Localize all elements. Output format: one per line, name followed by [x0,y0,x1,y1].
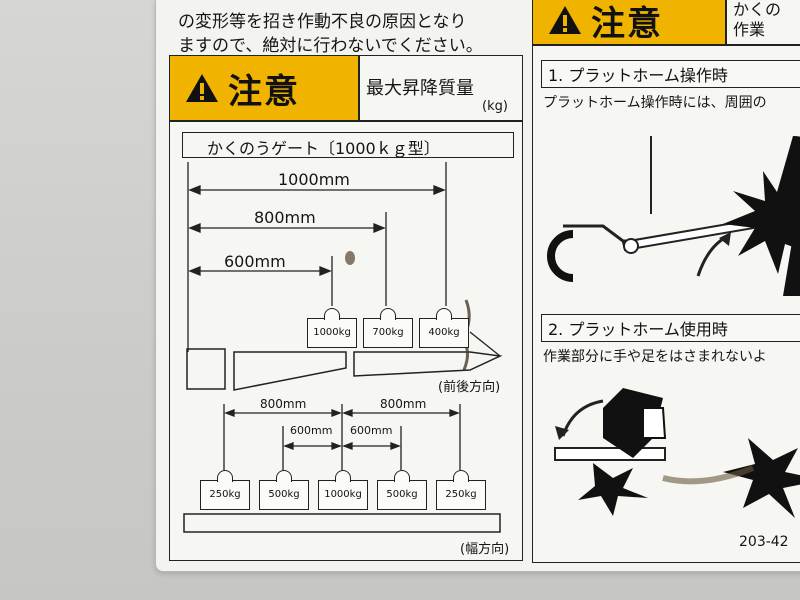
dim-1000mm: 1000mm [278,170,350,189]
dim-600mm-right: 600mm [350,424,393,437]
caption-width: (幅方向) [460,542,510,557]
front-back-diagram [186,162,503,391]
weight-250kg-right: 250kg [436,470,486,510]
platform-operation-illustration [547,136,800,296]
caption-front-back: (前後方向) [438,380,501,395]
weight-250kg-left: 250kg [200,470,250,510]
top-text-line1: の変形等を招き作動不良の原因となり [178,12,467,32]
step2-text: 作業部分に手や足をはさまれないよ [543,349,767,365]
dim-800mm: 800mm [254,208,316,227]
right-warning-banner: 注意 [533,0,725,44]
weight-500kg-left: 500kg [259,470,309,510]
top-text-line2: ますので、絶対に行わないでください。 [178,36,483,56]
warning-sticker: の変形等を招き作動不良の原因となり ますので、絶対に行わないでください。 注意 … [155,0,800,572]
gate-title: かくのうゲート〔1000ｋｇ型〕 [207,139,440,158]
weight-400kg: 400kg [419,308,469,348]
left-caution-panel: 注意 最大昇降質量 (kg) かくのうゲート〔1000ｋｇ型〕 [169,55,523,561]
right-warning-word: 注意 [591,3,663,44]
left-warning-word: 注意 [228,71,300,112]
width-diagram [183,404,501,533]
right-caution-panel: 注意 かくの 作業 1. プラットホーム操作時 プラットホーム操作時には、周囲の… [532,0,800,563]
platform-usage-illustration [554,388,800,518]
weight-700kg: 700kg [363,308,413,348]
gate-title-box: かくのうゲート〔1000ｋｇ型〕 [182,132,514,158]
step1-text: プラットホーム操作時には、周囲の [543,95,767,111]
weight-500kg-right: 500kg [377,470,427,510]
right-header-partial-2: 作業 [733,20,766,39]
dim-800mm-left: 800mm [260,397,307,411]
right-header-partial-1: かくの [733,0,782,19]
dim-800mm-right: 800mm [380,397,427,411]
max-load-title: 最大昇降質量 [366,78,474,99]
part-code: 203-42 [739,534,789,550]
left-warning-banner: 注意 [170,56,358,120]
max-load-unit: (kg) [482,99,508,114]
warning-triangle-icon [186,74,218,102]
step2-label: 2. プラットホーム使用時 [541,314,800,342]
weight-1000kg: 1000kg [307,308,357,348]
step1-label: 1. プラットホーム操作時 [541,60,800,88]
weight-1000kg-center: 1000kg [318,470,368,510]
warning-triangle-icon [549,6,581,34]
dim-600mm-left: 600mm [290,424,333,437]
dim-600mm: 600mm [224,252,286,271]
